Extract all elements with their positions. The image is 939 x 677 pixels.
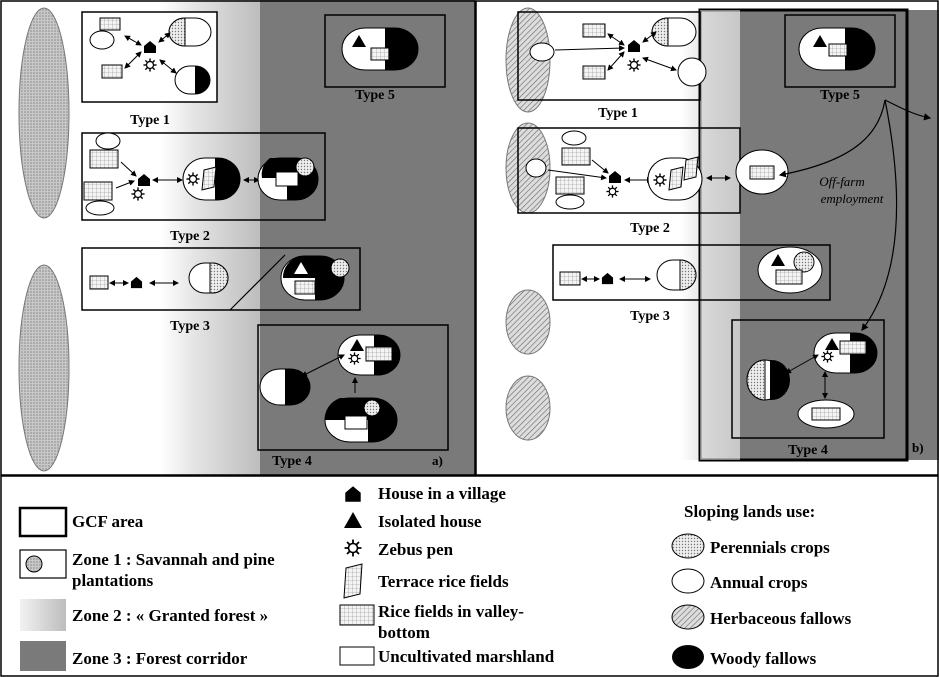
legend-woody: Woody fallows [710, 649, 817, 668]
type4-box-a [257, 324, 449, 451]
savanna-icon [25, 555, 43, 573]
rice-valley-icon [99, 17, 121, 31]
legend-terrace-rice: Terrace rice fields [378, 572, 509, 591]
legend-marshland: Uncultivated marshland [378, 647, 555, 666]
type3-box-a [81, 247, 361, 311]
legend-box [0, 475, 939, 677]
legend: GCF area Zone 1 : Savannah and pine plan… [18, 484, 852, 671]
perennial-legend-icon [671, 533, 705, 559]
type2-box-a [81, 132, 326, 221]
type4-label-b: Type 4 [788, 443, 828, 458]
marshland-icon [275, 171, 299, 187]
type3-label-b: Type 3 [630, 309, 670, 324]
herbaceous-fallow-area [505, 7, 551, 113]
panel-a: Type 1 Type 5 Type 2 [0, 0, 475, 475]
panel-b-label: b) [912, 440, 924, 455]
annual-crop-icon [89, 30, 115, 50]
zebus-pen-icon [143, 58, 157, 72]
zebus-pen-icon [186, 172, 200, 186]
zebus-pen-legend-icon [344, 539, 362, 557]
employment-label: employment [821, 191, 884, 206]
isolated-house-icon [352, 35, 366, 47]
legend-sloping-title: Sloping lands use: [684, 502, 815, 521]
herbaceous-fallow-area [505, 375, 551, 441]
legend-house-village: House in a village [378, 484, 506, 503]
type2-label-b: Type 2 [630, 221, 670, 236]
type1-box-b [517, 11, 701, 101]
herbaceous-fallow-area [505, 289, 551, 355]
type4-label-a: Type 4 [272, 454, 312, 469]
type4-box-b [731, 319, 885, 439]
type3-box-b [552, 244, 831, 301]
legend-zone1-line1: Zone 1 : Savannah and pine [72, 550, 275, 569]
rice-valley-icon [89, 149, 119, 169]
rice-valley-icon [101, 64, 123, 79]
herbaceous-legend-icon [671, 604, 705, 630]
legend-zone3: Zone 3 : Forest corridor [72, 649, 248, 668]
rice-valley-icon [89, 275, 109, 290]
marshland-legend-icon [339, 646, 375, 666]
zone1-swatch [19, 549, 67, 579]
zone3-swatch [20, 641, 66, 671]
annual-legend-icon [671, 568, 705, 594]
legend-zone1-line2: plantations [72, 571, 154, 590]
type3-label-a: Type 3 [170, 319, 210, 334]
legend-gcf-area: GCF area [72, 512, 144, 531]
panel-a-label: a) [432, 453, 443, 468]
legend-annual: Annual crops [710, 573, 808, 592]
legend-zebus-pen: Zebus pen [378, 540, 454, 559]
terrace-rice-icon [201, 166, 217, 191]
gcf-area-swatch [18, 506, 68, 538]
legend-rice-valley-line2: bottom [378, 623, 430, 642]
legend-isolated-house: Isolated house [378, 512, 482, 531]
woody-legend-icon [672, 645, 704, 669]
zone2-swatch [20, 599, 66, 631]
legend-rice-valley-line1: Rice fields in valley- [378, 602, 524, 621]
rice-valley-icon [83, 181, 113, 201]
legend-zone2: Zone 2 : « Granted forest » [72, 606, 268, 625]
zebus-pen-icon [131, 187, 145, 201]
type2-label-a: Type 2 [170, 229, 210, 244]
off-farm-label: Off-farm [819, 174, 865, 189]
zebus-pen-icon [627, 58, 641, 72]
isolated-house-icon [294, 262, 308, 274]
legend-herbaceous: Herbaceous fallows [710, 609, 852, 628]
woody-fallow-icon [195, 66, 210, 94]
panel-b: Type 1 Type 5 Type 2 [476, 0, 939, 475]
type5-box-b [784, 14, 896, 88]
terrace-rice-legend-icon [343, 563, 363, 599]
isolated-house-legend-icon [344, 512, 362, 528]
type5-label-b: Type 5 [820, 88, 860, 103]
type5-box-a [324, 14, 446, 88]
rice-valley-legend-icon [339, 604, 375, 626]
rice-valley-icon [370, 47, 390, 61]
type1-label-b: Type 1 [598, 106, 638, 121]
savanna-ellipse [18, 7, 70, 219]
legend-perennial: Perennials crops [710, 538, 830, 557]
savanna-ellipse [18, 264, 70, 472]
zebus-pen-icon [348, 352, 361, 365]
type1-label-a: Type 1 [130, 113, 170, 128]
type5-label-a: Type 5 [355, 88, 395, 103]
